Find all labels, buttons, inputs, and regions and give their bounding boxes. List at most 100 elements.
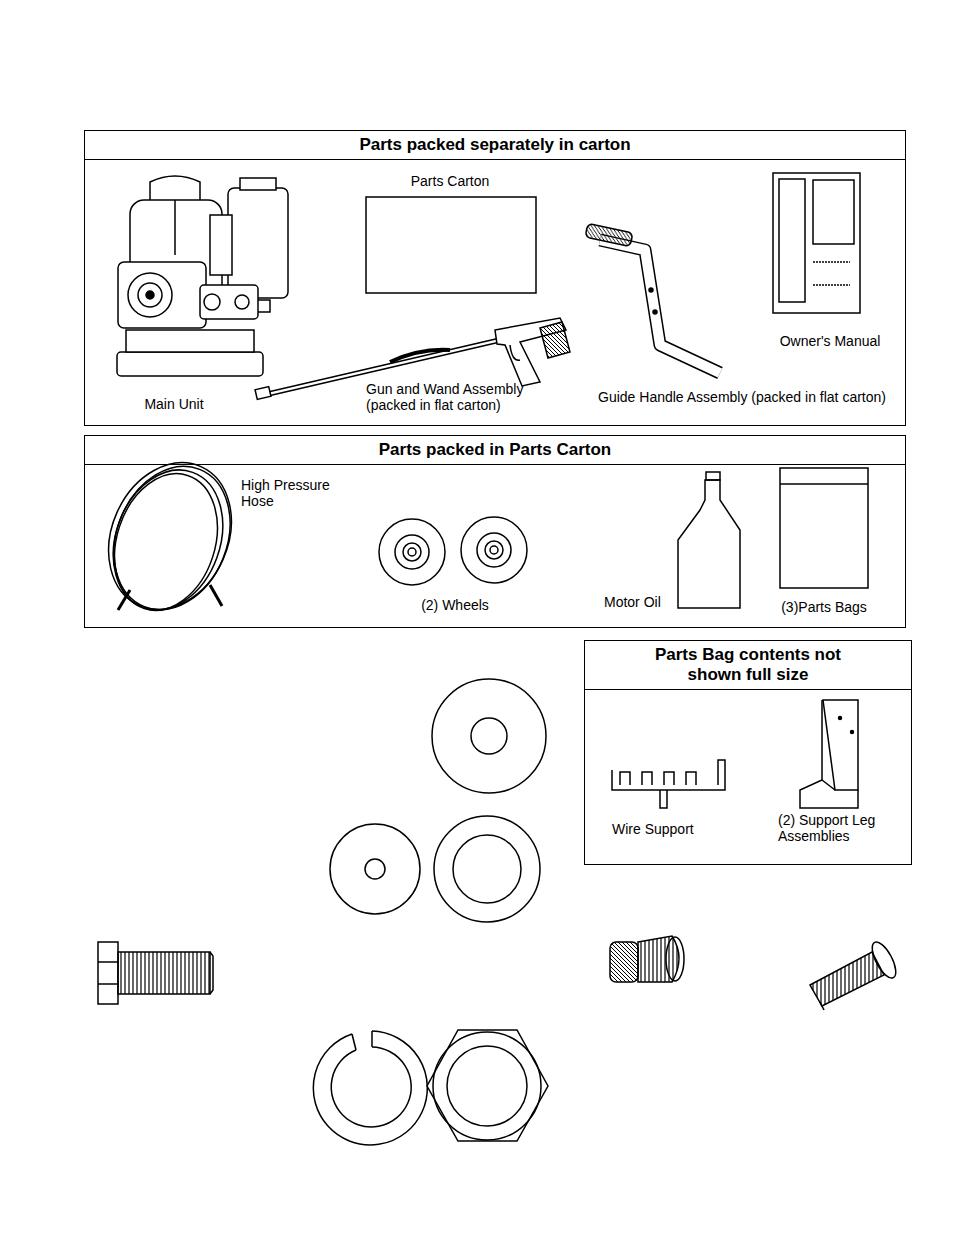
main-unit-figure bbox=[117, 176, 288, 376]
hose-figure bbox=[86, 443, 254, 629]
parts-carton-figure bbox=[366, 197, 536, 293]
main-unit-figure bbox=[128, 273, 172, 317]
hose-figure bbox=[86, 443, 254, 629]
section-header-band: Parts Bag contents not shown full size bbox=[585, 641, 911, 690]
support-leg-figure bbox=[839, 717, 842, 720]
bolt-figure bbox=[98, 942, 118, 1004]
fitting-figure bbox=[610, 936, 684, 982]
wheel-figure bbox=[408, 548, 416, 556]
nut-figure bbox=[427, 1030, 548, 1141]
parts-bag-figure bbox=[780, 468, 868, 588]
parts-carton-figure bbox=[366, 197, 536, 293]
owners-manual-figure bbox=[813, 284, 850, 286]
gun-wand-figure bbox=[255, 387, 271, 400]
lock-washer-figure bbox=[352, 1034, 356, 1050]
main-unit-figure bbox=[204, 294, 220, 310]
support-leg-figure bbox=[800, 700, 858, 808]
gun-wand-figure bbox=[390, 350, 450, 362]
washer-figure bbox=[365, 859, 385, 879]
gun-wand-figure bbox=[540, 322, 570, 358]
part-label: Guide Handle Assembly (packed in flat ca… bbox=[598, 389, 886, 405]
guide-handle-figure bbox=[649, 288, 653, 292]
section-heading: Parts packed separately in carton bbox=[359, 135, 630, 155]
oil-bottle-figure bbox=[706, 472, 720, 480]
section-header-band: Parts packed separately in carton bbox=[85, 131, 905, 160]
bolt-figure bbox=[98, 942, 213, 1004]
main-unit-figure bbox=[258, 300, 270, 312]
owners-manual-figure bbox=[773, 173, 860, 313]
parts-bag-figure bbox=[780, 483, 868, 485]
wheel-figure bbox=[403, 543, 421, 561]
section-heading: Parts packed in Parts Carton bbox=[379, 440, 611, 460]
lock-washer-figure bbox=[313, 1031, 427, 1145]
oil-bottle-figure bbox=[678, 480, 740, 608]
hose-figure bbox=[93, 449, 250, 627]
guide-handle-figure bbox=[600, 240, 720, 373]
part-label: Motor Oil bbox=[604, 594, 661, 610]
part-label: Owner's Manual bbox=[780, 333, 881, 349]
part-label: (3)Parts Bags bbox=[781, 599, 867, 615]
part-label: Gun and Wand Assembly (packed in flat ca… bbox=[366, 381, 546, 413]
washer-figure bbox=[434, 816, 540, 922]
main-unit-figure bbox=[146, 291, 154, 299]
wheel-figure bbox=[490, 546, 498, 554]
wheel-figure bbox=[485, 541, 503, 559]
part-label: Main Unit bbox=[144, 396, 203, 412]
wheel-figure bbox=[477, 533, 511, 567]
support-leg-figure bbox=[823, 700, 858, 790]
guide-handle-figure bbox=[585, 223, 720, 373]
main-unit-figure bbox=[138, 283, 162, 307]
screw-figure bbox=[820, 1002, 824, 1010]
washer-figure bbox=[471, 718, 507, 754]
oil-bottle-figure bbox=[678, 472, 740, 608]
washer-figure bbox=[330, 824, 420, 914]
screw-figure bbox=[868, 939, 901, 982]
main-unit-figure bbox=[174, 200, 176, 255]
owners-manual-figure bbox=[813, 180, 854, 244]
section-heading: Parts Bag contents not shown full size bbox=[633, 645, 863, 685]
main-unit-figure bbox=[235, 295, 249, 309]
support-leg-figure bbox=[822, 780, 835, 790]
lock-washer-figure bbox=[313, 1031, 427, 1145]
nut-figure bbox=[433, 1032, 541, 1140]
main-unit-figure bbox=[240, 178, 276, 190]
part-label: (2) Support Leg Assemblies bbox=[778, 812, 904, 844]
support-leg-figure bbox=[851, 731, 854, 734]
nut-figure bbox=[447, 1046, 527, 1126]
bolt-figure bbox=[210, 952, 213, 994]
guide-handle-figure bbox=[585, 223, 633, 246]
bolt-figure bbox=[98, 983, 118, 985]
owners-manual-figure bbox=[813, 261, 850, 263]
hose-figure bbox=[210, 585, 222, 606]
main-unit-figure bbox=[118, 262, 206, 328]
parts-bag-figure bbox=[780, 468, 868, 588]
wheel-figure bbox=[395, 535, 429, 569]
hose-figure bbox=[118, 590, 130, 610]
lock-washer-figure bbox=[331, 1047, 411, 1127]
washer-figure bbox=[330, 679, 546, 922]
main-unit-figure bbox=[200, 285, 258, 319]
wire-support-figure bbox=[612, 760, 725, 808]
wheel-figure bbox=[379, 519, 445, 585]
wheel-figure bbox=[379, 517, 527, 585]
fitting-figure bbox=[666, 937, 684, 981]
main-unit-figure bbox=[210, 215, 232, 275]
hose-figure bbox=[98, 460, 234, 623]
fitting-figure bbox=[638, 936, 679, 982]
gun-wand-figure bbox=[510, 345, 520, 360]
part-label: Parts Carton bbox=[411, 173, 490, 189]
lock-washer-figure bbox=[371, 1031, 373, 1047]
fitting-figure bbox=[610, 942, 638, 982]
drawing-stroke bbox=[86, 173, 900, 1145]
main-unit-figure bbox=[228, 188, 288, 298]
screw-figure bbox=[810, 939, 900, 1010]
section-header-band: Parts packed in Parts Carton bbox=[85, 436, 905, 465]
part-label: High Pressure Hose bbox=[241, 477, 349, 509]
part-label: (2) Wheels bbox=[421, 597, 489, 613]
support-leg-figure bbox=[800, 700, 858, 808]
guide-handle-figure bbox=[653, 310, 657, 314]
owners-manual-figure bbox=[773, 173, 860, 313]
nut-figure bbox=[427, 1030, 548, 1141]
washer-figure bbox=[432, 679, 546, 793]
washer-figure bbox=[453, 835, 521, 903]
